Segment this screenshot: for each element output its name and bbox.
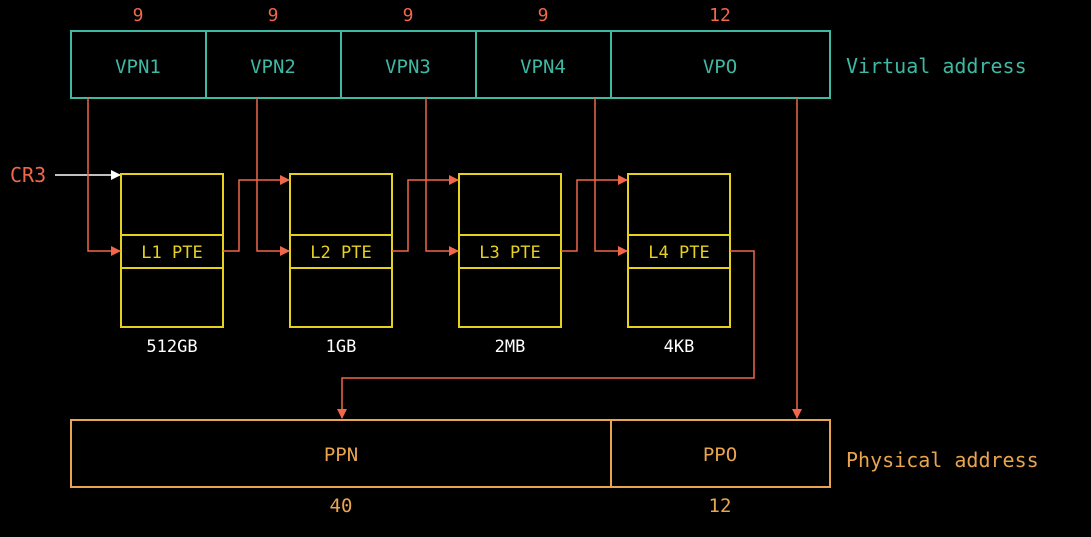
- vpn4-field: VPN4: [520, 56, 566, 78]
- vpn1-bits: 9: [133, 5, 144, 26]
- vpn4-bits: 9: [538, 5, 549, 26]
- vpn1-field: VPN1: [115, 56, 161, 78]
- vpn3-field: VPN3: [385, 56, 431, 78]
- page-table-l4: L4 PTE 4KB: [627, 173, 731, 357]
- l3-size-label: 2MB: [495, 337, 526, 357]
- physical-address-box: [70, 419, 831, 488]
- vpn1-index-arrow: [87, 98, 121, 256]
- page-table-l3: L3 PTE 2MB: [458, 173, 562, 357]
- l2-size-label: 1GB: [326, 337, 357, 357]
- vpn3-bits: 9: [403, 5, 414, 26]
- l1-pte-label: L1 PTE: [141, 243, 202, 263]
- vpn3-index-arrow: [425, 98, 459, 256]
- ppn-bits: 40: [330, 495, 353, 517]
- l3-next-table-arrow: [561, 175, 628, 252]
- virtual-address-box: [70, 30, 831, 99]
- vpo-field: VPO: [703, 56, 737, 78]
- cr3-label: CR3: [10, 163, 46, 187]
- l3-pte-label: L3 PTE: [479, 243, 540, 263]
- l4-pte-label: L4 PTE: [648, 243, 709, 263]
- vpo-bits: 12: [709, 5, 731, 26]
- vpn2-index-arrow: [256, 98, 290, 256]
- ppo-field: PPO: [703, 444, 737, 466]
- ppo-bits: 12: [709, 495, 732, 517]
- virtual-address-label: Virtual address: [846, 54, 1027, 78]
- physical-address-label: Physical address: [846, 448, 1039, 472]
- vpn2-field: VPN2: [250, 56, 296, 78]
- vpn2-bits: 9: [268, 5, 279, 26]
- l4-size-label: 4KB: [664, 337, 695, 357]
- ppn-field: PPN: [324, 444, 358, 466]
- l2-next-table-arrow: [392, 175, 459, 252]
- l2-pte-label: L2 PTE: [310, 243, 371, 263]
- page-table-l2: L2 PTE 1GB: [289, 173, 393, 357]
- l4-to-ppn-arrow: [337, 250, 755, 419]
- page-table-l1: L1 PTE 512GB: [120, 173, 224, 357]
- virtual-address: VPN1 VPN2 VPN3 VPN4 VPO 9 9 9 9 12 Virtu…: [70, 5, 1027, 99]
- physical-address: PPN PPO 40 12 Physical address: [70, 419, 1039, 517]
- vpn4-index-arrow: [594, 98, 628, 256]
- l1-next-table-arrow: [223, 175, 290, 252]
- l1-size-label: 512GB: [146, 337, 197, 357]
